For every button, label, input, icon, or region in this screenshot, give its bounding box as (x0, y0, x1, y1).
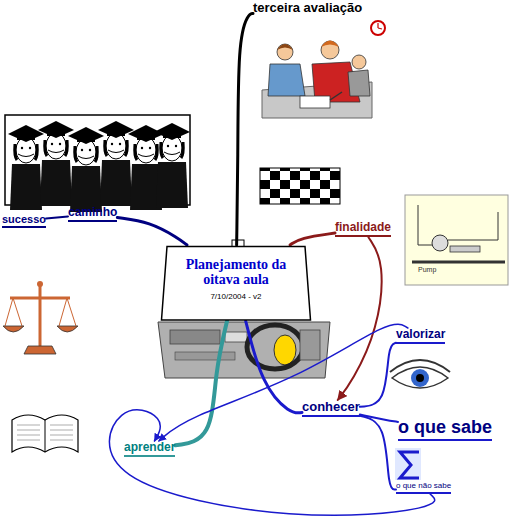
pump-picture (405, 195, 508, 285)
book-symbol (45, 420, 46, 452)
pump-picture (418, 205, 419, 245)
students-picture (321, 41, 339, 59)
topic-text: aprender (124, 441, 175, 454)
dashboard-picture (175, 352, 235, 360)
branch-line (360, 343, 396, 407)
pump-picture (498, 212, 499, 240)
pump-picture (412, 261, 505, 264)
scale-symbol (10, 297, 70, 300)
scale-symbol (57, 326, 78, 332)
topic-text: terceira avaliação (253, 1, 362, 15)
dashboard-picture (247, 325, 303, 369)
students-picture (268, 64, 305, 96)
scale-symbol (59, 298, 67, 326)
connector-layer (46, 14, 435, 516)
branch-line (159, 324, 408, 441)
branch-topic: valorizar (396, 328, 445, 344)
clock-symbol (371, 21, 385, 35)
pump-picture (448, 240, 498, 241)
branch-line (290, 233, 335, 245)
pump-picture (418, 245, 432, 246)
checkerboard-picture (260, 168, 340, 204)
branch-line (360, 415, 398, 422)
central-topic: Planejamento da oitava aula7/10/2004 - v… (160, 245, 312, 321)
eye-symbol (390, 360, 450, 388)
dashboard-picture (225, 332, 247, 342)
branch-topic: o que não sabe (396, 482, 451, 494)
clock-symbol (371, 21, 385, 35)
branch-topic: o que sabe (398, 418, 492, 441)
eye-symbol (390, 360, 450, 372)
topic-text: o que sabe (398, 418, 492, 438)
pump-picture (450, 246, 480, 252)
graduates-picture (8, 125, 44, 210)
branch-line (338, 237, 382, 400)
eye-symbol (411, 369, 429, 387)
branch-line (109, 410, 434, 516)
branch-topic: finalidade (335, 221, 391, 237)
clock-symbol (377, 23, 378, 28)
illustration (3, 14, 508, 516)
students-picture (300, 96, 330, 108)
students-picture (348, 70, 370, 96)
dashboard-picture (300, 330, 320, 360)
branch-line (46, 216, 68, 218)
checkerboard-picture (260, 168, 340, 204)
dashboard-picture (170, 330, 220, 344)
branch-line (175, 321, 227, 445)
eye-symbol (416, 374, 424, 382)
branch-line (360, 416, 396, 490)
graduates-picture (68, 127, 104, 212)
topic-text: sucesso (2, 213, 46, 225)
book-symbol (12, 415, 78, 452)
branch-topic: terceira avaliação (253, 1, 362, 15)
branch-line (237, 14, 253, 245)
branch-topic: aprender (124, 441, 175, 457)
branch-line (246, 321, 302, 413)
scale-symbol (5, 298, 13, 326)
scale-symbol (3, 281, 78, 354)
students-picture (352, 55, 366, 69)
graduates-picture (38, 121, 74, 206)
topic-text: conhecer (302, 400, 360, 414)
book-symbol (12, 415, 78, 452)
dashboard-picture (274, 335, 296, 365)
graduates-picture (5, 115, 190, 212)
eye-symbol (392, 367, 448, 388)
students-picture (277, 44, 293, 60)
pump-picture (432, 235, 448, 251)
dashboard-picture (158, 322, 330, 378)
branch-topic: conhecer (302, 400, 360, 417)
dashboard-picture (158, 240, 330, 378)
sigma-symbol (395, 448, 421, 480)
sigma-symbol (400, 452, 419, 478)
sigma-symbol (395, 448, 421, 480)
clock-symbol (378, 28, 382, 29)
topic-text: caminho (68, 206, 117, 219)
graduates-picture (154, 123, 190, 208)
topic-date: 7/10/2004 - v2 (160, 288, 312, 302)
scale-symbol (39, 282, 42, 346)
branch-topic: sucesso (2, 213, 46, 228)
picture-label: Pump (418, 266, 436, 273)
pump-picture (405, 195, 508, 285)
scale-symbol (37, 281, 43, 287)
branch-topic: caminho (68, 206, 117, 222)
topic-title: Planejamento da oitava aula (160, 245, 312, 288)
scale-symbol (67, 298, 76, 326)
topic-text: o que não sabe (396, 482, 451, 491)
branch-line (117, 217, 187, 245)
students-picture (277, 44, 293, 50)
scale-symbol (13, 298, 22, 326)
students-picture (262, 41, 372, 119)
scale-symbol (3, 326, 24, 332)
scale-symbol (24, 346, 56, 354)
students-picture (330, 92, 342, 100)
students-picture (321, 41, 339, 48)
topic-text: finalidade (335, 221, 391, 234)
book-symbol (17, 425, 73, 440)
topic-text: valorizar (396, 328, 445, 341)
